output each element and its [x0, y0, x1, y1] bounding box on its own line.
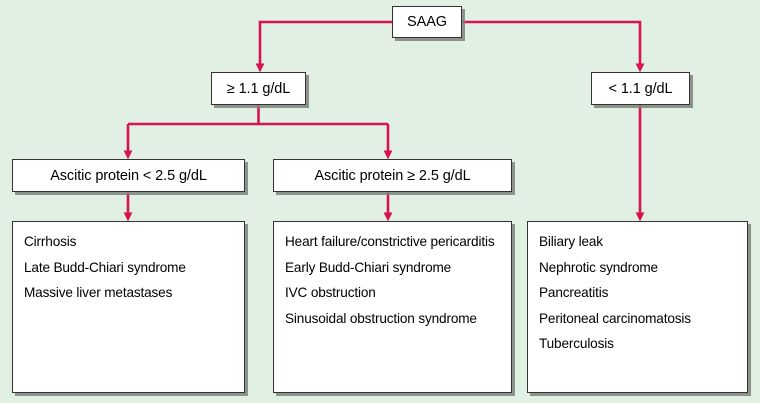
node-saag-high: ≥ 1.1 g/dL: [211, 72, 306, 105]
node-ascitic-protein-high: Ascitic protein ≥ 2.5 g/dL: [273, 159, 512, 192]
list-item: Cirrhosis: [24, 234, 77, 249]
list-item: Peritoneal carcinomatosis: [539, 310, 691, 326]
outcome-box-high-saag-low-protein: Cirrhosis Late Budd-Chiari syndrome Mass…: [12, 221, 245, 393]
node-ascitic-protein-low: Ascitic protein < 2.5 g/dL: [12, 159, 245, 192]
node-ascitic-protein-low-label: Ascitic protein < 2.5 g/dL: [50, 167, 207, 184]
outcome-box-high-saag-high-protein: Heart failure/constrictive pericarditis …: [273, 221, 512, 393]
node-ascitic-protein-high-label: Ascitic protein ≥ 2.5 g/dL: [314, 167, 471, 184]
node-saag: SAAG: [392, 6, 462, 38]
node-saag-low-label: < 1.1 g/dL: [608, 80, 673, 97]
list-item: Pancreatitis: [539, 285, 609, 300]
node-saag-high-label: ≥ 1.1 g/dL: [226, 80, 291, 97]
list-item: Heart failure/constrictive pericarditis: [285, 234, 495, 249]
list-item: Biliary leak: [539, 234, 603, 249]
edge-saag-to-low: [462, 20, 645, 73]
edge-saag-to-high: [255, 20, 392, 73]
list-item: Late Budd-Chiari syndrome: [24, 259, 186, 275]
list-item: Tuberculosis: [539, 336, 614, 351]
node-saag-low: < 1.1 g/dL: [591, 72, 690, 105]
list-item: Nephrotic syndrome: [539, 259, 658, 275]
list-item: Massive liver metastases: [24, 285, 173, 300]
node-saag-label: SAAG: [407, 14, 447, 30]
list-item: Early Budd-Chiari syndrome: [285, 259, 452, 275]
list-item: Sinusoidal obstruction syndrome: [285, 310, 477, 326]
outcome-box-low-saag: Biliary leak Nephrotic syndrome Pancreat…: [527, 221, 748, 393]
list-item: IVC obstruction: [285, 285, 376, 300]
